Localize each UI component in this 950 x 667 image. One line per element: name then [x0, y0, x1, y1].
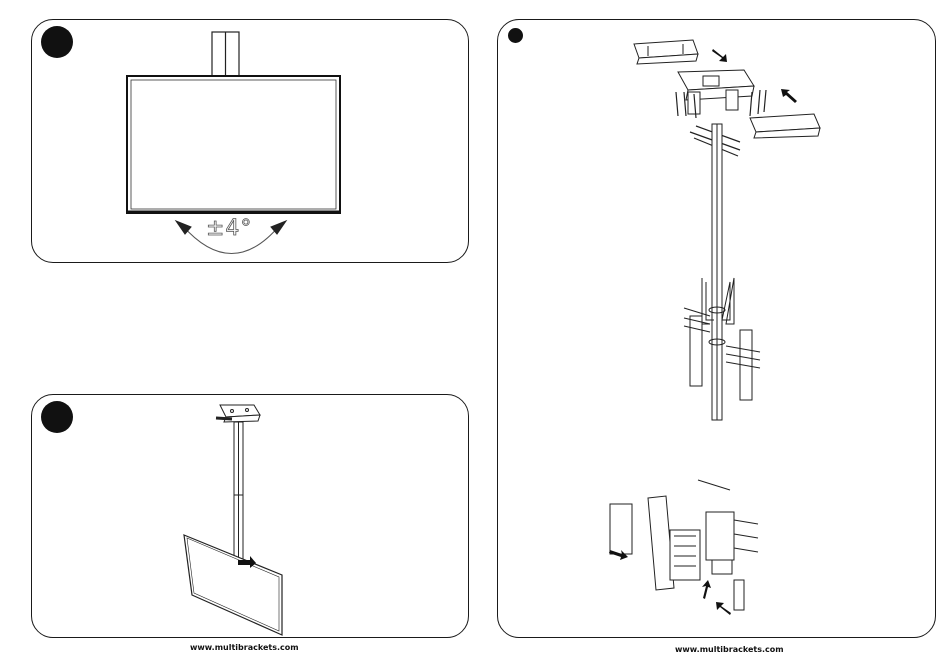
angled-tv-drawing	[32, 395, 470, 639]
exploded-assembly-panel	[497, 19, 936, 638]
angled-tv-panel	[31, 394, 469, 638]
tv-screen	[184, 535, 282, 635]
ceiling-bracket-right	[750, 114, 820, 138]
tilt-head-assembly	[610, 480, 758, 610]
arrow-icon	[716, 602, 731, 615]
footer-url-right[interactable]: www.multibrackets.com	[675, 645, 784, 654]
ceiling-pole	[212, 32, 239, 80]
ceiling-pole	[234, 422, 243, 562]
tilt-diagram-panel: ±4°	[31, 19, 469, 263]
upper-pole	[712, 124, 722, 420]
ceiling-plate	[216, 405, 260, 422]
tv-screen	[127, 76, 340, 213]
footer-url-left[interactable]: www.multibrackets.com	[190, 643, 299, 652]
ceiling-bracket-left	[634, 40, 698, 64]
arrow-icon	[702, 580, 711, 599]
arrow-icon	[712, 49, 727, 62]
tilt-angle-label: ±4°	[206, 216, 252, 241]
ceiling-plate	[678, 70, 754, 114]
exploded-assembly-drawing	[498, 20, 937, 639]
arrow-icon	[781, 89, 797, 103]
